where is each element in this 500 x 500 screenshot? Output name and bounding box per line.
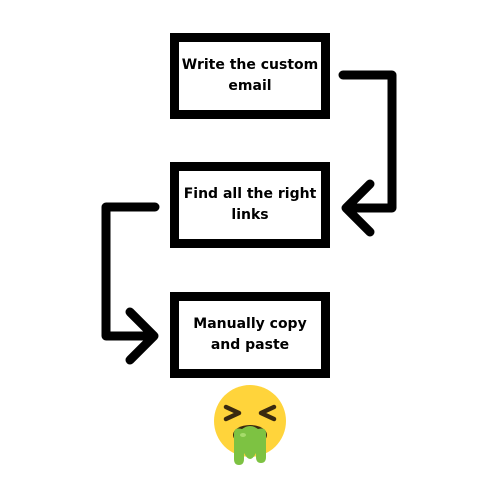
arrow-step1-to-step2-line [338,70,397,213]
right-squint-eye [258,404,277,422]
step-box-copy-paste: Manually copy and paste [170,292,330,378]
arrow-step2-to-step3-head [125,307,159,365]
vomit-highlight [240,433,246,437]
step-label-2: Find all the right links [183,186,317,223]
face-circle [214,385,286,457]
step-box-find-links: Find all the right links [170,162,330,248]
step-box-write-email: Write the custom email [170,33,330,119]
nauseated-vomiting-face-icon [214,385,286,465]
left-squint-eye [223,404,242,422]
arrow-step2-to-step3-line [101,202,160,341]
arrow-step2-to-step3 [101,202,160,365]
arrow-step1-to-step2-head [341,179,375,237]
step-label-1: Write the custom email [181,57,319,94]
step-label-3: Manually copy and paste [193,316,307,353]
arrow-step1-to-step2 [338,70,397,237]
vomit-stream [234,426,266,465]
